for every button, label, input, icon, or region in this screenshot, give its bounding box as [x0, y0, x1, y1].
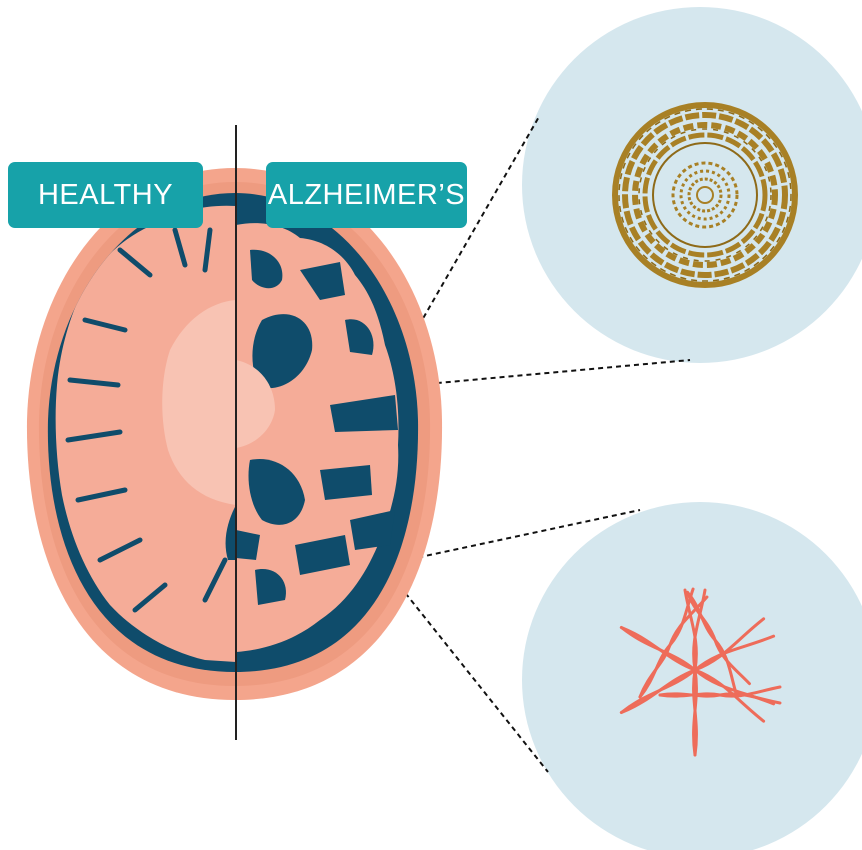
healthy-label: HEALTHY	[8, 162, 203, 228]
alzheimers-label: ALZHEIMER’S	[266, 162, 467, 228]
bottom-inset-circle	[522, 502, 862, 850]
